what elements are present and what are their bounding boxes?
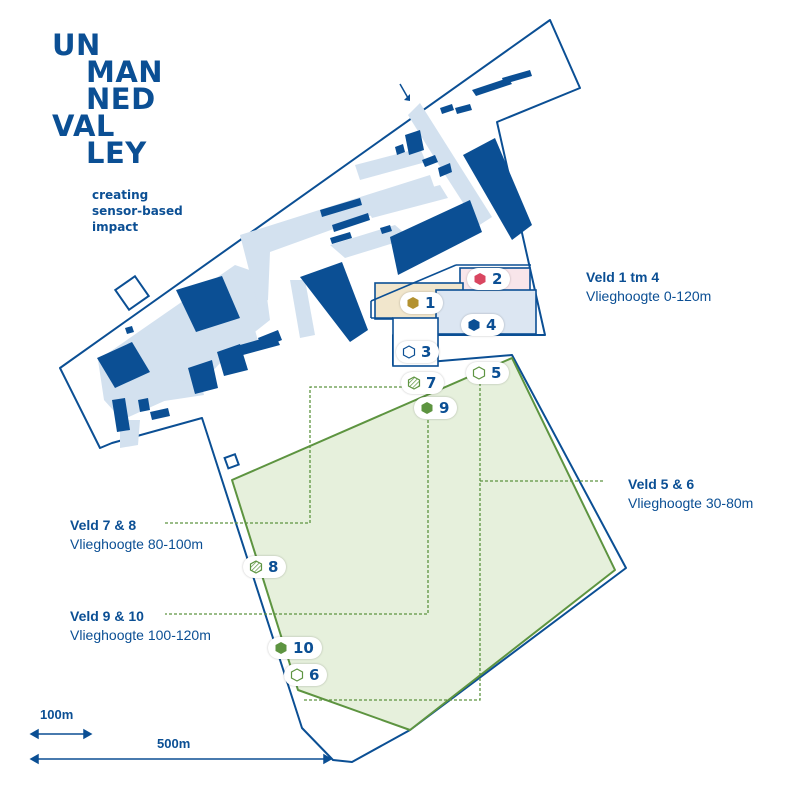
legend-title: Veld 1 tm 4 bbox=[586, 269, 660, 285]
field-marker-8[interactable]: 8 bbox=[243, 556, 287, 578]
hexagon-outline-icon bbox=[402, 345, 416, 359]
unmanned-valley-logo: UN MAN NED VAL LEY bbox=[52, 28, 164, 170]
logo-line: LEY bbox=[86, 136, 147, 170]
legend-veld-1-4: Veld 1 tm 4 Vlieghoogte 0-120m bbox=[586, 268, 711, 306]
field-number: 9 bbox=[439, 399, 450, 417]
scale-100m-label: 100m bbox=[40, 707, 74, 722]
field-marker-10[interactable]: 10 bbox=[268, 637, 322, 659]
field-number: 2 bbox=[492, 270, 503, 288]
field-marker-3[interactable]: 3 bbox=[396, 341, 440, 363]
hexagon-green-icon bbox=[275, 642, 287, 654]
field-marker-7[interactable]: 7 bbox=[401, 372, 445, 394]
field-marker-4[interactable]: 4 bbox=[461, 314, 505, 336]
logo-line: MAN bbox=[86, 55, 164, 89]
field-marker-2[interactable]: 2 bbox=[467, 268, 511, 290]
field-number: 8 bbox=[268, 558, 279, 576]
field-number: 6 bbox=[309, 666, 320, 684]
tagline-line: impact bbox=[92, 220, 139, 234]
logo-line: NED bbox=[86, 82, 156, 116]
legend-veld-7-8: Veld 7 & 8 Vlieghoogte 80-100m bbox=[70, 516, 203, 554]
legend-title: Veld 7 & 8 bbox=[70, 517, 137, 533]
field-number: 4 bbox=[486, 316, 497, 334]
tagline: creating sensor-based impact bbox=[92, 187, 183, 235]
legend-subtitle: Vlieghoogte 100-120m bbox=[70, 627, 211, 643]
scale-bars bbox=[29, 728, 333, 765]
legend-subtitle: Vlieghoogte 30-80m bbox=[628, 495, 754, 511]
legend-subtitle: Vlieghoogte 80-100m bbox=[70, 536, 204, 552]
hexagon-green-icon bbox=[421, 402, 433, 414]
hexagon-green-outline-icon bbox=[472, 366, 486, 380]
hexagon-striped-icon bbox=[407, 376, 421, 390]
hexagon-striped-icon bbox=[249, 560, 263, 574]
legend-veld-5-6: Veld 5 & 6 Vlieghoogte 30-80m bbox=[628, 475, 753, 513]
logo-line: VAL bbox=[52, 109, 115, 143]
legend-title: Veld 9 & 10 bbox=[70, 608, 144, 624]
tagline-line: sensor-based bbox=[92, 204, 183, 218]
field-number: 10 bbox=[293, 639, 314, 657]
logo-line: UN bbox=[52, 28, 101, 62]
field-number: 5 bbox=[491, 364, 502, 382]
leader-lines bbox=[163, 378, 604, 701]
legend-subtitle: Vlieghoogte 0-120m bbox=[586, 288, 712, 304]
hexagon-gold-icon bbox=[407, 297, 419, 309]
legend-veld-9-10: Veld 9 & 10 Vlieghoogte 100-120m bbox=[70, 607, 211, 645]
field-marker-5[interactable]: 5 bbox=[466, 362, 510, 384]
field-marker-9[interactable]: 9 bbox=[414, 397, 458, 419]
tagline-line: creating bbox=[92, 188, 149, 202]
field-number: 1 bbox=[425, 294, 436, 312]
legend-title: Veld 5 & 6 bbox=[628, 476, 695, 492]
field-number: 7 bbox=[426, 374, 437, 392]
field-marker-6[interactable]: 6 bbox=[284, 664, 328, 686]
field-marker-1[interactable]: 1 bbox=[400, 292, 444, 314]
hexagon-navy-icon bbox=[468, 319, 480, 331]
buildings bbox=[97, 70, 532, 432]
hexagon-green-outline-icon bbox=[290, 668, 304, 682]
scale-500m-label: 500m bbox=[157, 736, 191, 751]
hexagon-red-icon bbox=[474, 273, 486, 285]
field-number: 3 bbox=[421, 343, 432, 361]
